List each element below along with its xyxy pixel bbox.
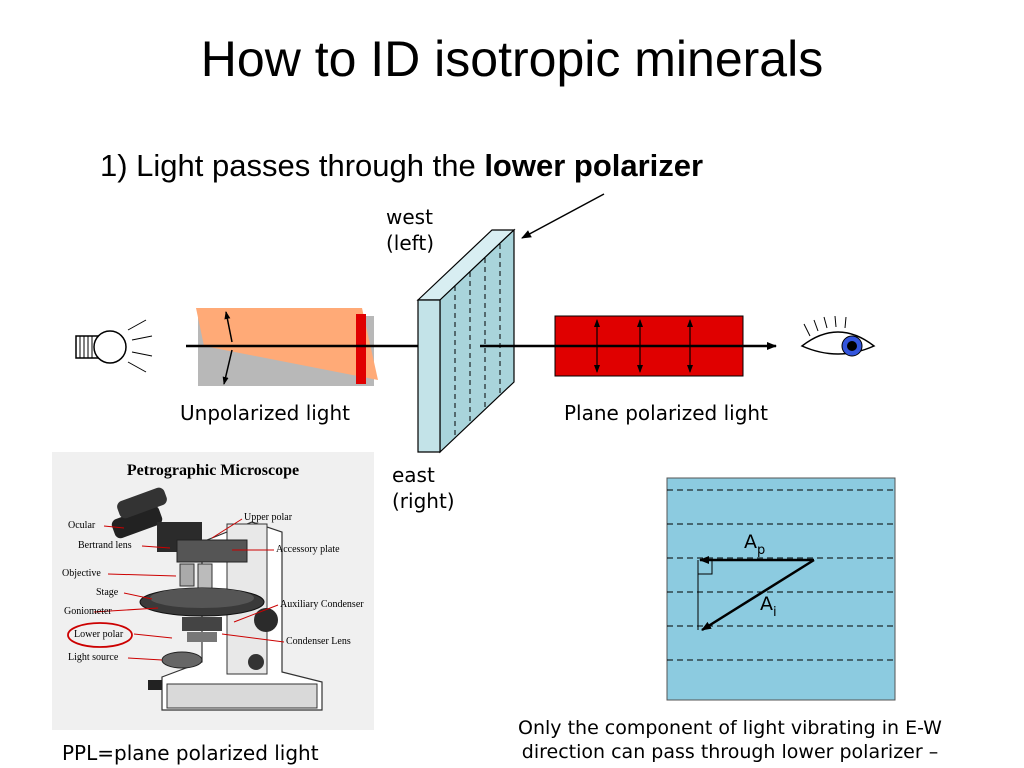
polarizer-note: Only the component of light vibrating in… xyxy=(470,716,990,764)
note-line2: direction can pass through lower polariz… xyxy=(521,741,939,763)
label-ocular: Ocular xyxy=(68,520,96,531)
west-label: west (left) xyxy=(386,204,434,256)
polarizer-pointer-arrow xyxy=(521,193,605,239)
vector-ai-label: Ai xyxy=(760,593,777,620)
east-label: east (right) xyxy=(392,462,455,514)
lower-polar-highlight xyxy=(67,622,133,648)
microscope-figure: Petrographic Microscope xyxy=(52,452,374,730)
label-objective: Objective xyxy=(62,568,101,579)
west-label-line1: west xyxy=(386,205,433,229)
subtitle-bold: lower polarizer xyxy=(484,148,704,183)
plane-polarized-light-box xyxy=(554,315,744,377)
label-upper-polar: Upper polar xyxy=(244,512,293,523)
slide-title: How to ID isotropic minerals xyxy=(200,31,824,87)
label-auxiliary-condenser: Auxiliary Condenser xyxy=(280,599,364,610)
microscope-title: Petrographic Microscope xyxy=(126,462,300,479)
vector-ap-label: Ap xyxy=(744,531,765,558)
east-label-line1: east xyxy=(392,463,435,487)
label-light-source: Light source xyxy=(68,652,119,663)
label-condenser-lens: Condenser Lens xyxy=(286,636,351,647)
label-lower-polar: Lower polar xyxy=(74,629,124,640)
unpolarized-light-label: Unpolarized light xyxy=(180,401,351,425)
microscope-drawing xyxy=(67,487,323,711)
subtitle-prefix: 1) Light passes through the xyxy=(100,148,485,183)
lower-polarizer xyxy=(416,228,516,454)
plane-polarized-light-label: Plane polarized light xyxy=(564,401,768,425)
east-label-line2: (right) xyxy=(392,489,455,513)
ppl-caption: PPL=plane polarized light xyxy=(62,741,319,765)
note-line1: Only the component of light vibrating in… xyxy=(518,717,942,739)
eye-icon xyxy=(800,315,876,357)
west-label-line2: (left) xyxy=(386,231,434,255)
vector-diagram xyxy=(666,477,896,701)
unpolarized-light-slab xyxy=(196,308,378,386)
slide-subtitle: 1) Light passes through the lower polari… xyxy=(100,148,703,184)
label-bertrand-lens: Bertrand lens xyxy=(78,540,132,551)
label-goniometer: Goniometer xyxy=(64,606,112,617)
light-bulb-icon xyxy=(75,319,153,373)
label-stage: Stage xyxy=(96,587,119,598)
label-accessory-plate: Accessory plate xyxy=(276,544,340,555)
